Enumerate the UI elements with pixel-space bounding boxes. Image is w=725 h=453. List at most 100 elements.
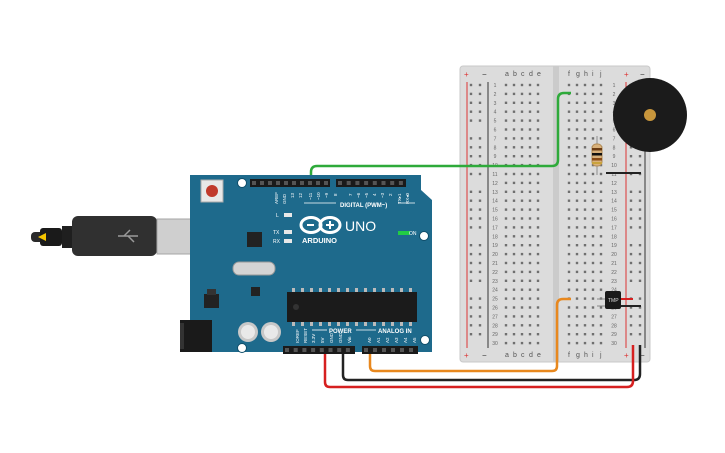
breadboard-hole[interactable]	[567, 306, 571, 309]
wire-black[interactable]	[341, 345, 642, 382]
rail-hole[interactable]	[469, 324, 473, 327]
arduino-uno-board[interactable]: UNO ARDUINO ON L TX RX DIGITAL (PWM~) AR…	[180, 175, 432, 354]
breadboard-hole[interactable]	[567, 155, 571, 158]
breadboard-hole[interactable]	[567, 137, 571, 140]
breadboard-hole[interactable]	[504, 181, 508, 185]
breadboard-hole[interactable]	[583, 341, 587, 345]
rail-hole[interactable]	[478, 217, 482, 220]
breadboard-hole[interactable]	[512, 208, 516, 211]
breadboard-hole[interactable]	[583, 190, 587, 193]
breadboard-hole[interactable]	[536, 341, 540, 345]
breadboard-hole[interactable]	[528, 181, 532, 185]
resistor[interactable]	[591, 136, 603, 175]
breadboard-hole[interactable]	[583, 261, 587, 265]
rail-hole[interactable]	[469, 199, 473, 202]
breadboard-hole[interactable]	[520, 226, 524, 229]
piezo-buzzer[interactable]	[613, 78, 687, 152]
breadboard-hole[interactable]	[512, 297, 516, 300]
breadboard-hole[interactable]	[575, 261, 579, 265]
breadboard-hole[interactable]	[520, 92, 524, 96]
breadboard-hole[interactable]	[591, 119, 595, 122]
header-pin[interactable]	[319, 348, 324, 352]
breadboard-hole[interactable]	[536, 119, 540, 122]
breadboard-hole[interactable]	[536, 128, 540, 131]
header-pin[interactable]	[364, 348, 368, 352]
breadboard-hole[interactable]	[504, 235, 508, 238]
breadboard-hole[interactable]	[504, 101, 508, 104]
rail-hole[interactable]	[629, 226, 633, 229]
breadboard-hole[interactable]	[520, 83, 524, 87]
rail-hole[interactable]	[478, 101, 482, 104]
breadboard-hole[interactable]	[599, 172, 603, 176]
breadboard-hole[interactable]	[536, 333, 540, 336]
breadboard-hole[interactable]	[528, 324, 532, 327]
breadboard-hole[interactable]	[591, 341, 595, 345]
breadboard-hole[interactable]	[575, 146, 579, 149]
rail-hole[interactable]	[469, 306, 473, 309]
header-pin[interactable]	[346, 181, 351, 185]
breadboard-hole[interactable]	[528, 92, 532, 96]
breadboard-hole[interactable]	[520, 333, 524, 336]
breadboard-hole[interactable]	[512, 190, 516, 193]
breadboard-hole[interactable]	[512, 217, 516, 220]
breadboard-hole[interactable]	[528, 128, 532, 131]
breadboard-hole[interactable]	[504, 341, 508, 345]
breadboard-hole[interactable]	[599, 306, 603, 309]
breadboard-hole[interactable]	[528, 101, 532, 104]
breadboard-hole[interactable]	[536, 288, 540, 291]
rail-hole[interactable]	[478, 155, 482, 158]
breadboard-hole[interactable]	[591, 92, 595, 96]
rail-hole[interactable]	[629, 199, 633, 202]
breadboard-hole[interactable]	[520, 199, 524, 202]
breadboard-hole[interactable]	[504, 244, 508, 247]
rail-hole[interactable]	[629, 324, 633, 327]
breadboard-hole[interactable]	[583, 279, 587, 282]
rail-hole[interactable]	[469, 92, 473, 96]
breadboard-hole[interactable]	[504, 172, 508, 176]
header-pin[interactable]	[252, 181, 256, 185]
breadboard-hole[interactable]	[504, 324, 508, 327]
header-pin[interactable]	[382, 348, 386, 352]
breadboard-hole[interactable]	[528, 137, 532, 140]
breadboard-hole[interactable]	[591, 172, 595, 176]
breadboard-hole[interactable]	[520, 297, 524, 300]
breadboard-hole[interactable]	[520, 244, 524, 247]
rail-hole[interactable]	[478, 279, 482, 282]
breadboard-hole[interactable]	[591, 235, 595, 238]
rail-hole[interactable]	[629, 315, 633, 318]
breadboard-hole[interactable]	[599, 226, 603, 229]
breadboard-hole[interactable]	[512, 235, 516, 238]
rail-hole[interactable]	[478, 306, 482, 309]
header-pin[interactable]	[372, 181, 377, 185]
rail-hole[interactable]	[478, 270, 482, 274]
breadboard-hole[interactable]	[520, 208, 524, 211]
breadboard-hole[interactable]	[575, 128, 579, 131]
breadboard-hole[interactable]	[520, 270, 524, 274]
rail-hole[interactable]	[469, 226, 473, 229]
rail-hole[interactable]	[469, 270, 473, 274]
breadboard-hole[interactable]	[583, 181, 587, 185]
breadboard-hole[interactable]	[591, 306, 595, 309]
header-pin[interactable]	[328, 348, 333, 352]
rail-hole[interactable]	[478, 226, 482, 229]
rail-hole[interactable]	[629, 146, 633, 149]
rail-hole[interactable]	[469, 110, 473, 113]
breadboard-hole[interactable]	[512, 324, 516, 327]
breadboard-hole[interactable]	[520, 146, 524, 149]
breadboard-hole[interactable]	[591, 279, 595, 282]
header-pin[interactable]	[345, 348, 350, 352]
breadboard-hole[interactable]	[528, 341, 532, 345]
breadboard-hole[interactable]	[528, 110, 532, 113]
breadboard-hole[interactable]	[575, 306, 579, 309]
breadboard-hole[interactable]	[528, 306, 532, 309]
breadboard-hole[interactable]	[583, 92, 587, 96]
breadboard-hole[interactable]	[575, 199, 579, 202]
rail-hole[interactable]	[469, 208, 473, 211]
rail-hole[interactable]	[478, 315, 482, 318]
rail-hole[interactable]	[638, 252, 642, 256]
breadboard-hole[interactable]	[512, 333, 516, 336]
breadboard-hole[interactable]	[567, 288, 571, 291]
breadboard-hole[interactable]	[567, 270, 571, 274]
breadboard-hole[interactable]	[591, 315, 595, 318]
rail-hole[interactable]	[629, 252, 633, 256]
